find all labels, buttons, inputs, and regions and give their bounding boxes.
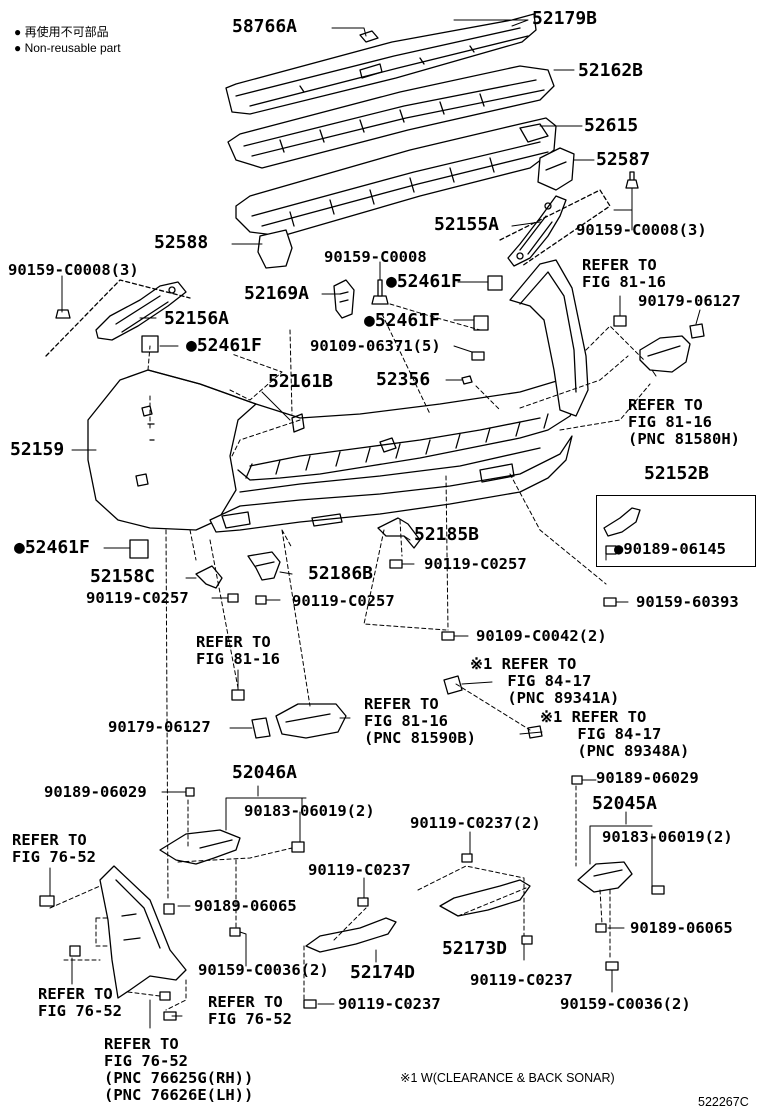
label-90189-06145: ●90189-06145: [614, 540, 726, 558]
label-52173D: 52173D: [442, 938, 508, 959]
label-90189-06065-right: 90189-06065: [630, 919, 733, 937]
label-refer-fig-84-17-a: ※1 REFER TO FIG 84-17 (PNC 89341A): [470, 655, 620, 707]
part-reflector-left: [231, 689, 347, 739]
label-90119-c0257-a: 90119-C0257: [424, 555, 527, 573]
label-58766A: 58766A: [232, 16, 298, 37]
label-refer-fig-81-16-c: REFER TO FIG 81-16: [196, 633, 280, 668]
label-90109-06371-5: 90109-06371(5): [310, 337, 441, 355]
label-52152B: 52152B: [644, 463, 710, 484]
part-58766A-clip: [359, 30, 379, 43]
bolt-90159-c0008-right: [625, 171, 639, 189]
detail-box-52152B: [596, 495, 756, 567]
bolt-90109-06371: [471, 351, 485, 361]
label-52046A: 52046A: [232, 762, 298, 783]
label-52045A: 52045A: [592, 793, 658, 814]
label-90119-c0257-b: 90119-C0257: [86, 589, 189, 607]
label-52461F-a: ●52461F: [386, 271, 462, 292]
label-90119-c0237-b: 90119-C0237: [470, 971, 573, 989]
part-52588-retainer: [257, 229, 293, 269]
label-52356: 52356: [376, 369, 431, 390]
label-90119-c0237-c: 90119-C0237: [338, 995, 441, 1013]
label-90119-c0257-c: 90119-C0257: [292, 592, 395, 610]
label-90189-06029-right: 90189-06029: [596, 769, 699, 787]
label-refer-fig-81-16-a: REFER TO FIG 81-16: [582, 256, 666, 291]
label-52185B: 52185B: [414, 524, 480, 545]
label-90189-06065-left: 90189-06065: [194, 897, 297, 915]
label-refer-fig-76-52-a: REFER TO FIG 76-52: [12, 831, 96, 866]
label-52461F-c: ●52461F: [186, 335, 262, 356]
label-90109-c0042-2: 90109-C0042(2): [476, 627, 607, 645]
label-52155A: 52155A: [434, 214, 500, 235]
footnote-clearance-back-sonar: ※1 W(CLEARANCE & BACK SONAR): [400, 1071, 615, 1085]
label-90159-c0008: 90159-C0008: [324, 248, 427, 266]
bolt-90159-c0036-left: [229, 927, 241, 937]
label-refer-fig-76-52-b: REFER TO FIG 76-52: [38, 985, 122, 1020]
bolt-90159-c0008-center: [371, 279, 389, 305]
part-52461F-squares: [129, 275, 503, 559]
part-52356-nut: [461, 375, 473, 385]
bolts-90119-c0257: [227, 559, 403, 605]
part-52159-bumper-cover: [87, 259, 589, 533]
label-90159-c0008-3-right: 90159-C0008(3): [576, 221, 707, 239]
label-refer-fig-84-17-b: ※1 REFER TO FIG 84-17 (PNC 89348A): [540, 708, 690, 760]
label-52179B: 52179B: [532, 8, 598, 29]
part-sonar-sensors: [443, 675, 543, 739]
label-52174D: 52174D: [350, 962, 416, 983]
label-90179-06127-left: 90179-06127: [108, 718, 211, 736]
bolt-90159-c0008-left: [55, 309, 71, 319]
assembly-dashed-lines: [49, 303, 651, 1011]
label-refer-fig-81-16-b: REFER TO FIG 81-16 (PNC 81580H): [628, 396, 740, 448]
part-52174D-panel: [303, 897, 397, 1009]
part-52179B-reinforcement: [225, 13, 537, 115]
part-52186B-bracket: [247, 551, 281, 581]
part-52173D-panel: [439, 853, 533, 945]
part-52156A-bracket: [95, 281, 187, 341]
label-52461F-d: ●52461F: [14, 537, 90, 558]
label-52161B: 52161B: [268, 371, 334, 392]
legend-japanese: ● 再使用不可部品: [14, 25, 109, 39]
label-90159-c0036-2-right: 90159-C0036(2): [560, 995, 691, 1013]
label-90183-06019-2-left: 90183-06019(2): [244, 802, 375, 820]
diagram-id: 522267C: [698, 1095, 749, 1109]
label-refer-fig-76-52-c: REFER TO FIG 76-52: [208, 993, 292, 1028]
bolt-90109-c0042: [441, 631, 455, 641]
part-52169A-retainer: [333, 279, 355, 319]
label-52461F-b: ●52461F: [364, 310, 440, 331]
label-90119-c0237-2: 90119-C0237(2): [410, 814, 541, 832]
part-mudguard: [39, 865, 187, 1021]
label-refer-fig-81-16-d: REFER TO FIG 81-16 (PNC 81590B): [364, 695, 476, 747]
leader-lines: [49, 19, 701, 1029]
label-90183-06019-2-right: 90183-06019(2): [602, 828, 733, 846]
label-52615: 52615: [584, 115, 639, 136]
part-52152B-bracket: [603, 507, 641, 555]
label-52162B: 52162B: [578, 60, 644, 81]
label-90119-c0237-a: 90119-C0237: [308, 861, 411, 879]
label-90159-60393: 90159-60393: [636, 593, 739, 611]
label-90159-c0008-3-left: 90159-C0008(3): [8, 261, 139, 279]
legend-english: ● Non-reusable part: [14, 41, 121, 55]
part-52185B-bracket: [377, 517, 421, 549]
label-52156A: 52156A: [164, 308, 230, 329]
label-90179-06127-right: 90179-06127: [638, 292, 741, 310]
label-refer-fig-76-52-d: REFER TO FIG 76-52 (PNC 76625G(RH)) (PNC…: [104, 1035, 254, 1104]
part-52045A-bracket: [571, 775, 665, 895]
part-52162B-absorber: [227, 65, 555, 169]
label-52169A: 52169A: [244, 283, 310, 304]
bolts-90189-06065: [595, 923, 619, 971]
label-52159: 52159: [10, 439, 65, 460]
part-52587-retainer: [537, 147, 575, 191]
label-52186B: 52186B: [308, 563, 374, 584]
label-90159-c0036-2-left: 90159-C0036(2): [198, 961, 329, 979]
label-52587: 52587: [596, 149, 651, 170]
part-52615-absorber: [235, 117, 557, 237]
label-52588: 52588: [154, 232, 209, 253]
label-90189-06029-left: 90189-06029: [44, 783, 147, 801]
part-reflector-right: [613, 315, 705, 373]
label-52158C: 52158C: [90, 566, 156, 587]
part-52046A-bracket: [159, 787, 305, 865]
bolt-90159-60393: [603, 597, 617, 607]
